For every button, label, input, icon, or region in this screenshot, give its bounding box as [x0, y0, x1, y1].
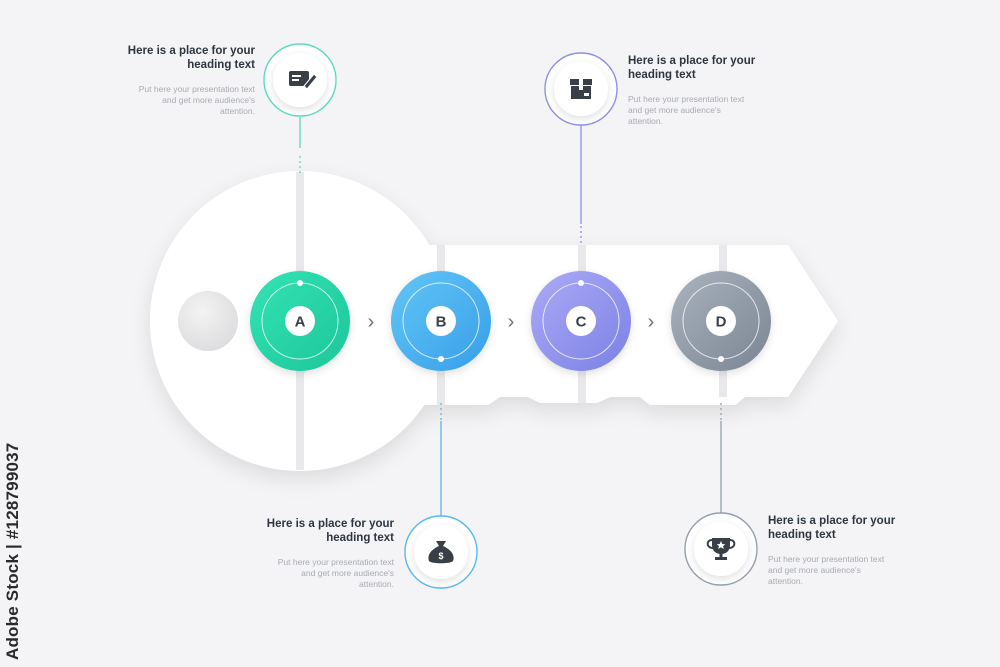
step-c-badge — [566, 306, 596, 336]
step-b-badge — [426, 306, 456, 336]
callout-a-body: Put here your presentation text and get … — [138, 84, 255, 116]
connectors — [299, 117, 722, 517]
key-hole — [178, 291, 238, 351]
step-c-dot — [578, 280, 584, 286]
callout-d-body: Put here your presentation text and get … — [768, 554, 885, 586]
callout-b-heading: Here is a place for your heading text — [266, 518, 394, 544]
money-bag-icon: $ — [428, 541, 454, 564]
callout-b-body: Put here your presentation text and get … — [277, 557, 394, 589]
arrow-icon-cd: › — [648, 311, 655, 333]
arrow-icon-ab: › — [368, 311, 375, 333]
step-b-letter: B — [436, 314, 447, 331]
trophy-icon — [706, 538, 736, 560]
callout-d-heading: Here is a place for your heading text — [768, 515, 896, 541]
step-b-dot — [438, 356, 444, 362]
callout-c-body: Put here your presentation text and get … — [628, 94, 745, 126]
step-a-dot — [297, 280, 303, 286]
step-d-dot — [718, 356, 724, 362]
step-d-letter: D — [716, 314, 727, 331]
step-a-letter: A — [295, 314, 306, 331]
step-a-badge — [285, 306, 315, 336]
svg-text:$: $ — [438, 551, 443, 561]
callout-c-heading: Here is a place for your heading text — [628, 55, 756, 81]
stock-watermark: Adobe Stock | #128799037 — [3, 442, 22, 660]
box-icon — [570, 79, 592, 99]
note-pen-icon — [289, 71, 318, 90]
step-c-letter: C — [576, 314, 587, 331]
step-d-badge — [706, 306, 736, 336]
arrow-icon-bc: › — [508, 311, 515, 333]
callout-a-heading: Here is a place for your heading text — [127, 45, 255, 71]
